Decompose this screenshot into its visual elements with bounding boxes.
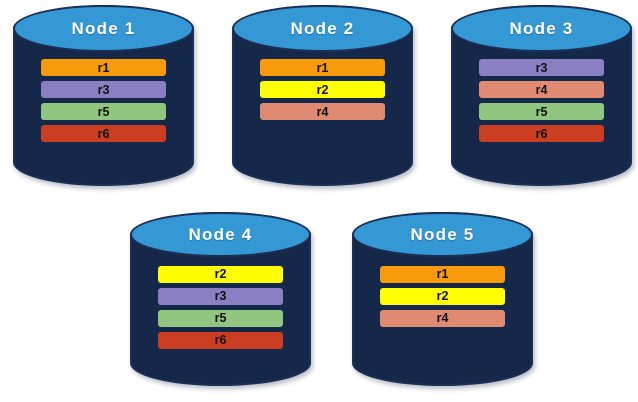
replica-bar-r2[interactable]: r2 (158, 265, 283, 283)
replica-stack: r1 r2 r4 (232, 59, 413, 121)
replica-bar-r1[interactable]: r1 (41, 59, 166, 77)
cylinder-top-ellipse (232, 5, 413, 53)
node-label: Node 1 (71, 18, 136, 38)
replica-bar-r6[interactable]: r6 (41, 125, 166, 143)
node-label: Node 5 (410, 224, 475, 244)
cylinder-top-ellipse (352, 212, 533, 258)
cylinder-top-ellipse (13, 5, 194, 53)
replica-stack: r2 r3 r5 r6 (130, 265, 311, 349)
replica-bar-r1[interactable]: r1 (260, 59, 385, 77)
cylinder-top-ellipse (130, 212, 311, 258)
replica-bar-r5[interactable]: r5 (158, 309, 283, 327)
node-label: Node 2 (290, 18, 355, 38)
replica-bar-r3[interactable]: r3 (158, 287, 283, 305)
database-node-4[interactable]: Node 4 r2 r3 r5 r6 (130, 212, 311, 386)
replica-bar-r6[interactable]: r6 (158, 331, 283, 349)
replica-bar-r4[interactable]: r4 (479, 81, 604, 99)
database-node-3[interactable]: Node 3 r3 r4 r5 r6 (451, 5, 632, 186)
node-label: Node 3 (509, 18, 574, 38)
replica-bar-r2[interactable]: r2 (260, 81, 385, 99)
replica-bar-r3[interactable]: r3 (41, 81, 166, 99)
cylinder-top-ellipse (451, 5, 632, 53)
replica-stack: r1 r3 r5 r6 (13, 59, 194, 143)
replica-bar-r5[interactable]: r5 (41, 103, 166, 121)
replica-bar-r5[interactable]: r5 (479, 103, 604, 121)
node-label: Node 4 (188, 224, 253, 244)
replica-bar-r3[interactable]: r3 (479, 59, 604, 77)
replica-bar-r6[interactable]: r6 (479, 125, 604, 143)
replica-stack: r1 r2 r4 (352, 265, 533, 327)
replica-bar-r2[interactable]: r2 (380, 287, 505, 305)
replica-bar-r1[interactable]: r1 (380, 265, 505, 283)
replica-bar-r4[interactable]: r4 (380, 309, 505, 327)
database-node-1[interactable]: Node 1 r1 r3 r5 r6 (13, 5, 194, 186)
replica-stack: r3 r4 r5 r6 (451, 59, 632, 143)
database-node-2[interactable]: Node 2 r1 r2 r4 (232, 5, 413, 186)
database-node-5[interactable]: Node 5 r1 r2 r4 (352, 212, 533, 386)
replica-bar-r4[interactable]: r4 (260, 103, 385, 121)
